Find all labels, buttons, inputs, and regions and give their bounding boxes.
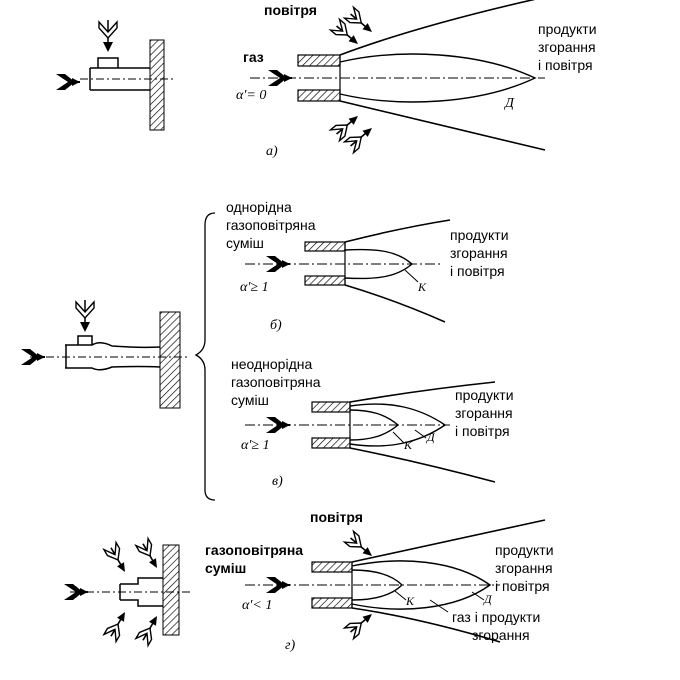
gas-products-label-g-1: газ і продукти (452, 609, 541, 625)
products-label-b-3: і повітря (450, 263, 505, 279)
d-label-a: Д (505, 96, 514, 111)
alpha-label-g: α′< 1 (242, 598, 273, 613)
air-label-g: повітря (310, 509, 363, 525)
d-label-v: Д (427, 430, 435, 444)
panel-a (55, 0, 546, 154)
panel-b (245, 219, 451, 323)
k-label-g: К (406, 594, 414, 608)
alpha-label-v: α′≥ 1 (241, 438, 270, 453)
mix-label-v-1: неоднорідна (231, 356, 313, 372)
products-label-v-2: згорання (455, 405, 513, 421)
products-label-a-1: продукти (538, 21, 597, 37)
alpha-label-a: α′= 0 (236, 88, 267, 103)
alpha-label-b: α′≥ 1 (240, 280, 269, 295)
k-label-b: К (418, 280, 426, 294)
products-label-g-3: і повітря (495, 578, 550, 594)
mix-label-g-2: суміш (205, 560, 247, 576)
caption-b: б) (270, 318, 282, 333)
caption-a: а) (266, 144, 278, 159)
products-label-v-1: продукти (455, 387, 514, 403)
products-label-b-1: продукти (450, 227, 509, 243)
products-label-a-3: і повітря (538, 57, 593, 73)
products-label-a-2: згорання (538, 39, 596, 55)
products-label-g-1: продукти (495, 542, 554, 558)
caption-g: г) (285, 638, 296, 653)
burner-bv-sketch (20, 212, 216, 501)
burner-g-sketch (63, 537, 190, 647)
mix-label-b-2: газоповітряна (226, 217, 316, 233)
mix-label-b-3: суміш (226, 235, 264, 251)
k-label-v: К (404, 438, 412, 452)
products-label-v-3: і повітря (455, 423, 510, 439)
mix-label-v-2: газоповітряна (231, 374, 321, 390)
gas-products-label-g-2: згорання (472, 627, 530, 643)
air-label-a: повітря (264, 2, 317, 18)
burner-a-sketch (55, 19, 175, 131)
products-label-g-2: згорання (495, 560, 553, 576)
d-label-g: Д (484, 592, 492, 606)
caption-v: в) (272, 474, 283, 489)
gas-label-a: газ (243, 49, 264, 65)
panel-g (63, 519, 546, 647)
mix-label-v-3: суміш (231, 392, 269, 408)
products-label-b-2: згорання (450, 245, 508, 261)
mix-label-g-1: газоповітряна (205, 542, 304, 558)
panel-v (245, 381, 496, 483)
mix-label-b-1: однорідна (226, 199, 292, 215)
